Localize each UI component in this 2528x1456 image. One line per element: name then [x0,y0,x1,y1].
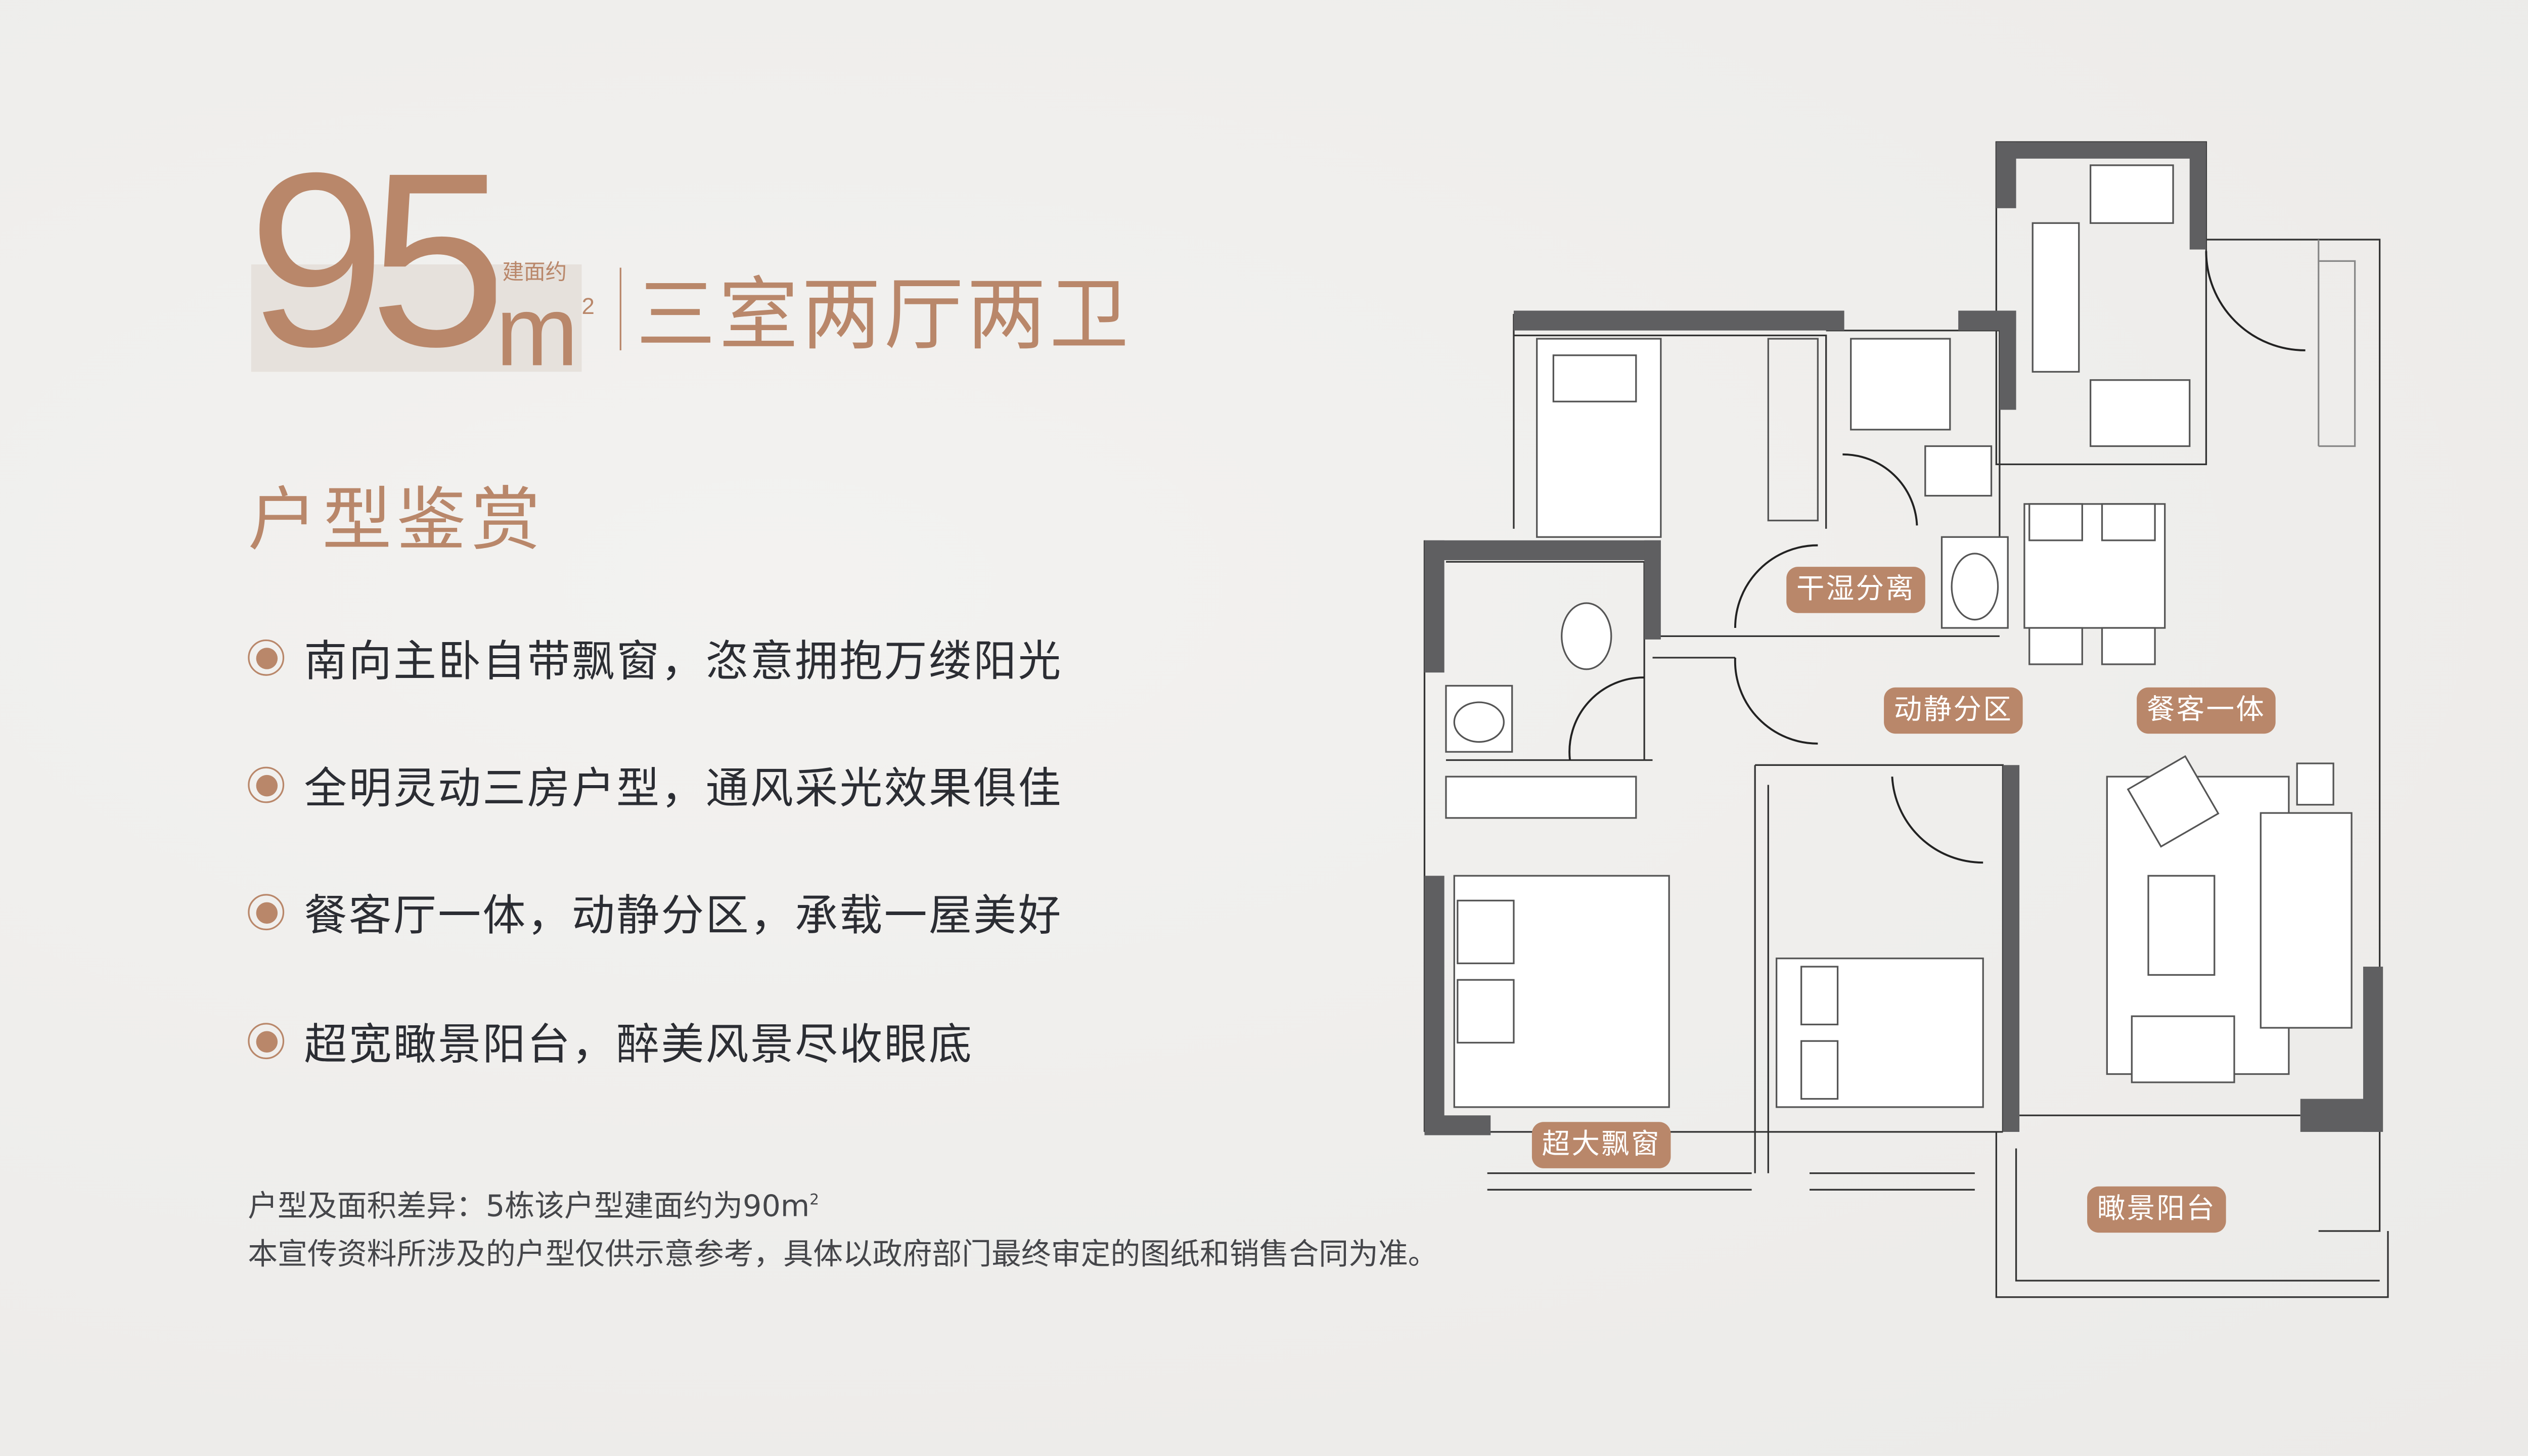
layout-type-title: 三室两厅两卫 [636,269,1132,362]
note-text: 户型及面积差异：5栋该户型建面约为90m [248,1190,810,1224]
walls [1424,142,2383,1135]
bullet-icon [248,894,285,931]
bullet-icon [248,766,285,803]
furniture [1445,164,2353,1108]
feature-text: 餐客厅一体，动静分区，承载一屋美好 [304,891,1063,941]
feature-text: 全明灵动三房户型，通风采光效果俱佳 [304,764,1063,814]
feature-item: 餐客厅一体，动静分区，承载一屋美好 [248,884,1063,941]
tag-dining-living: 餐客一体 [2137,687,2276,734]
disclaimer-note: 本宣传资料所涉及的户型仅供示意参考，具体以政府部门最终审定的图纸和销售合同为准。 [248,1238,1438,1272]
feature-text: 超宽瞰景阳台，醉美风景尽收眼底 [304,1020,974,1070]
title-divider [619,267,621,350]
feature-item: 超宽瞰景阳台，醉美风景尽收眼底 [248,1013,974,1070]
tag-balcony: 瞰景阳台 [2087,1186,2226,1233]
bullet-icon [248,639,285,676]
tag-bay-window: 超大飘窗 [1531,1122,1671,1168]
door-swings [1568,251,2306,864]
feature-text: 南向主卧自带飘窗，恣意拥抱万缕阳光 [304,637,1063,687]
area-number: 95 [248,135,495,384]
tag-zoning: 动静分区 [1884,687,2023,734]
feature-item: 南向主卧自带飘窗，恣意拥抱万缕阳光 [248,629,1063,687]
unit-text: m [495,276,578,387]
note-power: 2 [809,1193,819,1210]
area-label: 建面约 [502,261,567,286]
tag-wet-dry-separation: 干湿分离 [1786,567,1925,613]
title-shade-block [251,264,582,372]
feature-item: 全明灵动三房户型，通风采光效果俱佳 [248,757,1063,814]
unit-power: 2 [581,292,595,319]
bullet-icon [248,1023,285,1060]
section-title: 户型鉴赏 [248,479,546,561]
area-difference-note: 户型及面积差异：5栋该户型建面约为90m2 [248,1183,819,1226]
plan-outlines [1423,141,2389,1298]
